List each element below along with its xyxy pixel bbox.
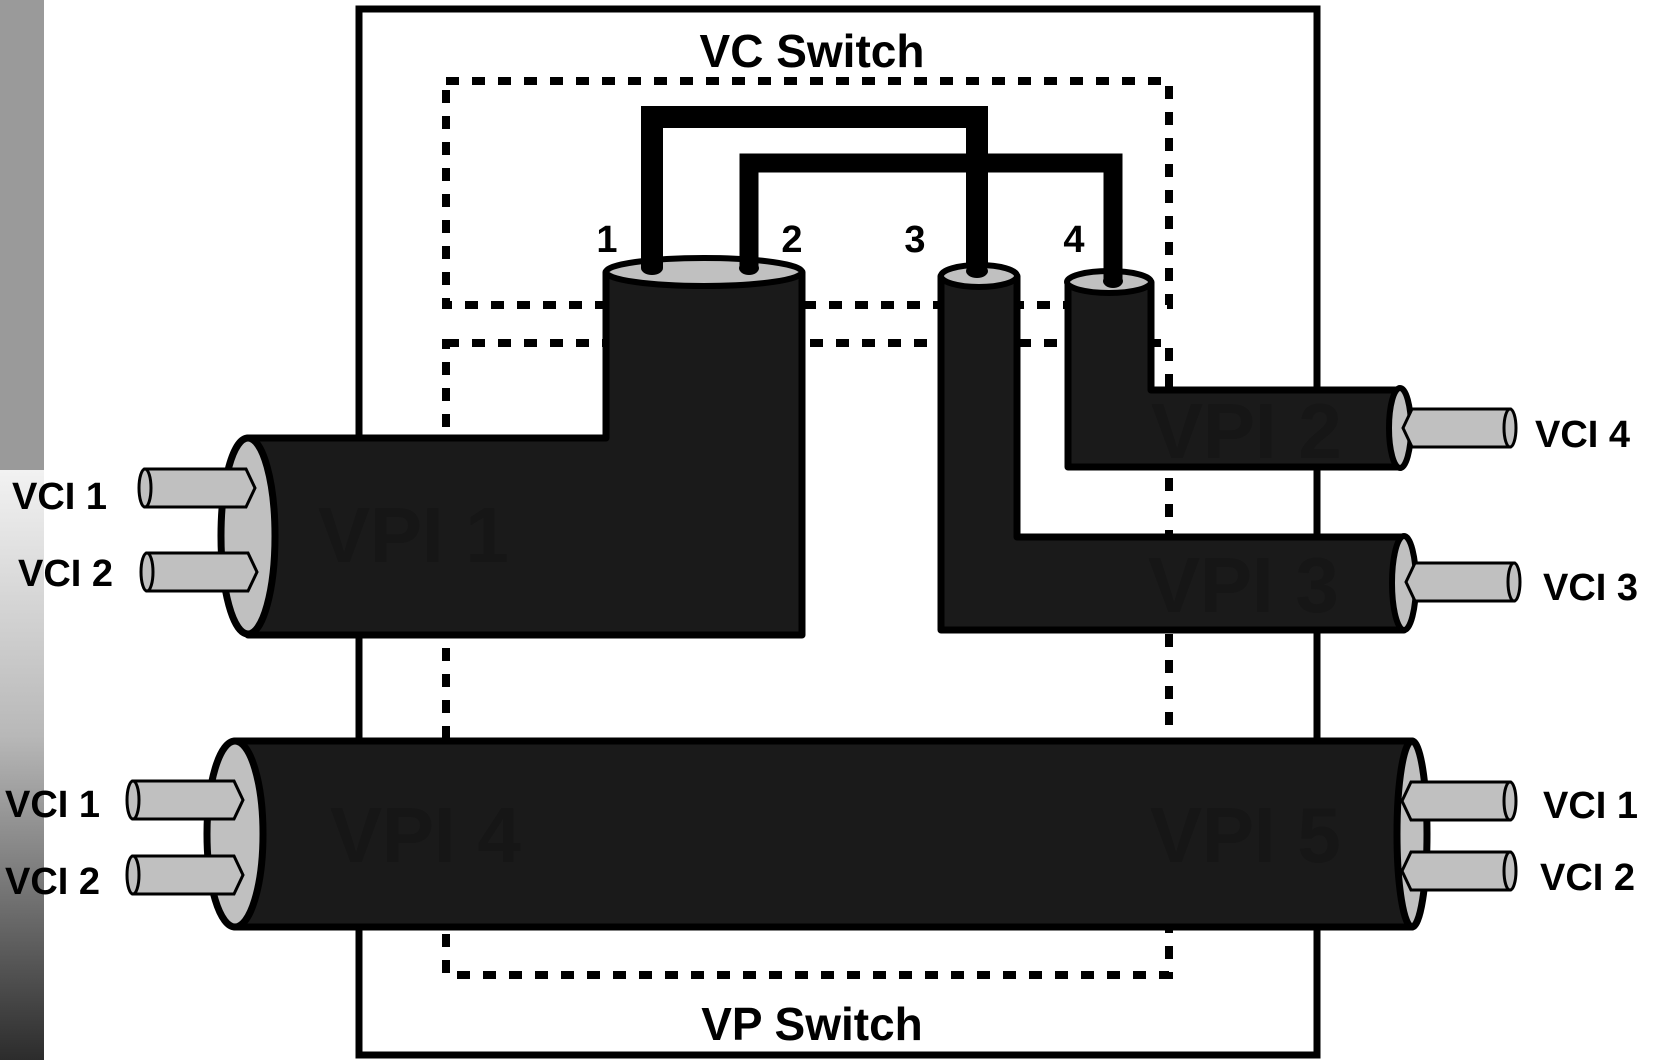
vpi-1-vci-2-label: VCI 2: [18, 553, 113, 595]
port-2-label: 2: [781, 219, 802, 261]
vpi-5-vci-2-label: VCI 2: [1540, 857, 1635, 899]
vpi-2-label: VPI 2: [1151, 387, 1342, 475]
vp-switch-label: VP Switch: [701, 998, 923, 1050]
vpi-3-vci-3-label: VCI 3: [1543, 567, 1638, 609]
vpi-1-vci-1-pin: [145, 469, 255, 507]
vpi-4-vci-1-pin: [133, 781, 243, 819]
vpi-4-vci-1-label: VCI 1: [5, 784, 100, 826]
vpi-4-vci-2-pin: [133, 856, 243, 894]
port-1-label: 1: [596, 219, 617, 261]
vpi-5-vci-1-pin: [1402, 782, 1510, 820]
vpi-2-vci-4-pin: [1403, 409, 1510, 447]
vpi-1-vci-2-pin: [147, 553, 257, 591]
vci-pins-right: [1402, 409, 1520, 890]
vpi-4-label: VPI 4: [330, 791, 521, 879]
vpi-5-vci-1-label: VCI 1: [1543, 785, 1638, 827]
vpi-3-label: VPI 3: [1148, 541, 1339, 629]
vpi-3-vci-3-pin: [1406, 563, 1514, 601]
vc-switch-label: VC Switch: [700, 25, 925, 77]
vpi-5-label: VPI 5: [1150, 791, 1341, 879]
vpi-4-vci-2-label: VCI 2: [5, 861, 100, 903]
port-3-label: 3: [904, 219, 925, 261]
vpi-1-label: VPI 1: [318, 491, 509, 579]
vpi-5-vci-2-pin: [1402, 852, 1510, 890]
vpi-2-vci-4-label: VCI 4: [1535, 414, 1630, 456]
vpi-1-vci-1-label: VCI 1: [12, 476, 107, 518]
port-4-label: 4: [1063, 219, 1084, 261]
